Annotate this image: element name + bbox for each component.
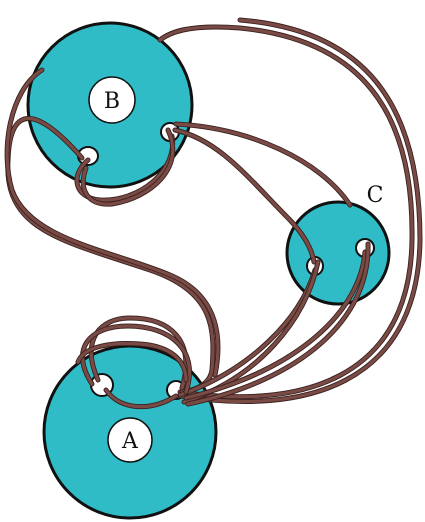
cord-c-to-a-4 [186, 242, 370, 406]
cord-outer-right-loop-2 [178, 18, 422, 403]
cord-a-bottom-link [104, 388, 178, 409]
disc-c-label: C [367, 183, 384, 208]
disc-a-label: A [121, 429, 139, 454]
cord-b-inner-loop-2 [81, 128, 175, 206]
cord-group [4, 17, 423, 410]
cord-b-to-c [173, 128, 316, 264]
disc-b-label: B [104, 89, 120, 114]
cord-b-to-c-2 [174, 122, 352, 207]
disc-b-center [88, 76, 136, 124]
disc-a-center [107, 417, 153, 463]
cord-b-inner-loop [75, 134, 175, 202]
cord-a-top-loop-3 [76, 341, 188, 382]
disc-c-body [285, 200, 391, 306]
disc-c: C [285, 183, 391, 306]
cord-left-loop [6, 116, 215, 394]
cord-left-loop-2 [5, 68, 220, 377]
cord-outer-right-loop [158, 25, 414, 399]
cord-c-to-a-3 [184, 250, 367, 400]
